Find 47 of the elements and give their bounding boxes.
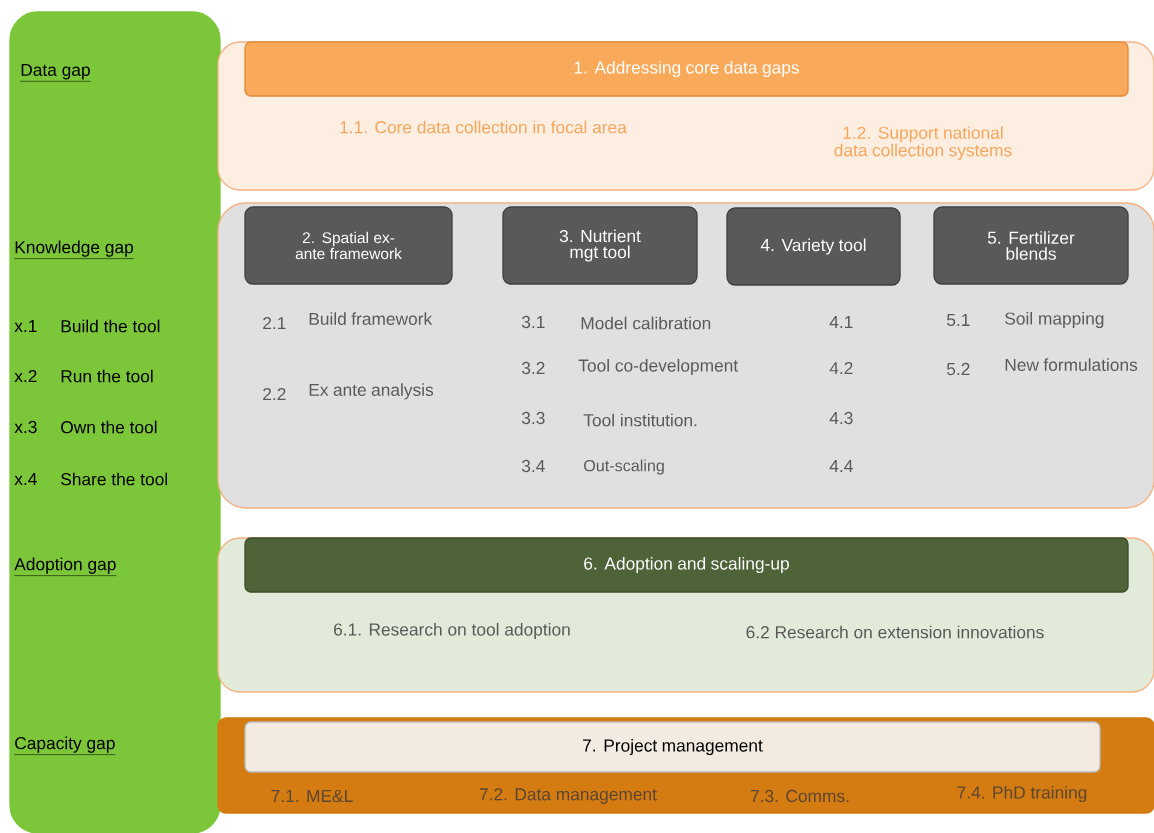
item-text: Tool co-development [578, 358, 739, 376]
gap-heading: Data gap [20, 63, 91, 82]
item-number: 4.4 [829, 460, 853, 472]
item-text: Ex ante analysis [309, 383, 434, 400]
item-number: 3.2 [521, 361, 545, 375]
header-bar: 6. Adoption and scaling-up [244, 537, 1129, 593]
item-number: 4.2 [829, 361, 853, 375]
activity-text: 1.2. Support national data collection systems [834, 126, 1012, 160]
item-text: Tool institution. [583, 413, 697, 427]
item-number: 2.2 [263, 387, 286, 401]
tool-box: 2. Spatial ex-ante framework [244, 206, 453, 285]
activity-text: 6.1. Research on tool adoption [334, 622, 570, 640]
gap-heading: Knowledge gap [14, 240, 135, 259]
activity-text: 7.4. PhD training [957, 785, 1087, 803]
item-number: 3.4 [521, 459, 545, 473]
item-number: 3.1 [521, 315, 545, 329]
gap-heading: Capacity gap [14, 736, 116, 755]
activity-text: 6.2 Research on extension innovations [746, 625, 1044, 639]
item-number: x.2 [14, 369, 37, 383]
item-number: x.4 [14, 473, 37, 485]
activity-text: 7.2. Data management [479, 788, 657, 804]
tool-box: 4. Variety tool [726, 207, 901, 286]
item-number: x.3 [14, 420, 37, 434]
item-text: Soil mapping [1005, 311, 1104, 329]
item-text: Own the tool [61, 420, 157, 434]
header-bar: 1. Addressing core data gaps [244, 41, 1129, 97]
header-bar: 7. Project management [244, 721, 1101, 773]
item-text: Build framework [309, 312, 433, 325]
item-number: 4.1 [829, 316, 853, 328]
item-number: 5.1 [946, 313, 970, 327]
item-number: x.1 [14, 320, 37, 332]
tool-box: 3. Nutrient mgt tool [502, 206, 698, 285]
gap-heading: Adoption gap [14, 557, 117, 576]
item-text: Run the tool [61, 369, 153, 383]
tool-box: 5. Fertilizer blends [933, 206, 1129, 285]
item-number: 2.1 [263, 316, 286, 330]
activity-text: 7.1. ME&L [271, 789, 353, 803]
item-number: 4.3 [829, 411, 853, 425]
item-text: Share the tool [61, 472, 167, 486]
activity-text: 7.3. Comms. [751, 789, 849, 803]
activity-text: 1.1. Core data collection in focal area [340, 120, 627, 134]
item-number: 3.3 [521, 411, 545, 425]
item-text: Out-scaling [584, 459, 664, 475]
item-text: Model calibration [581, 316, 711, 330]
item-text: Build the tool [61, 319, 160, 333]
item-text: New formulations [1005, 358, 1138, 371]
item-number: 5.2 [946, 362, 970, 376]
